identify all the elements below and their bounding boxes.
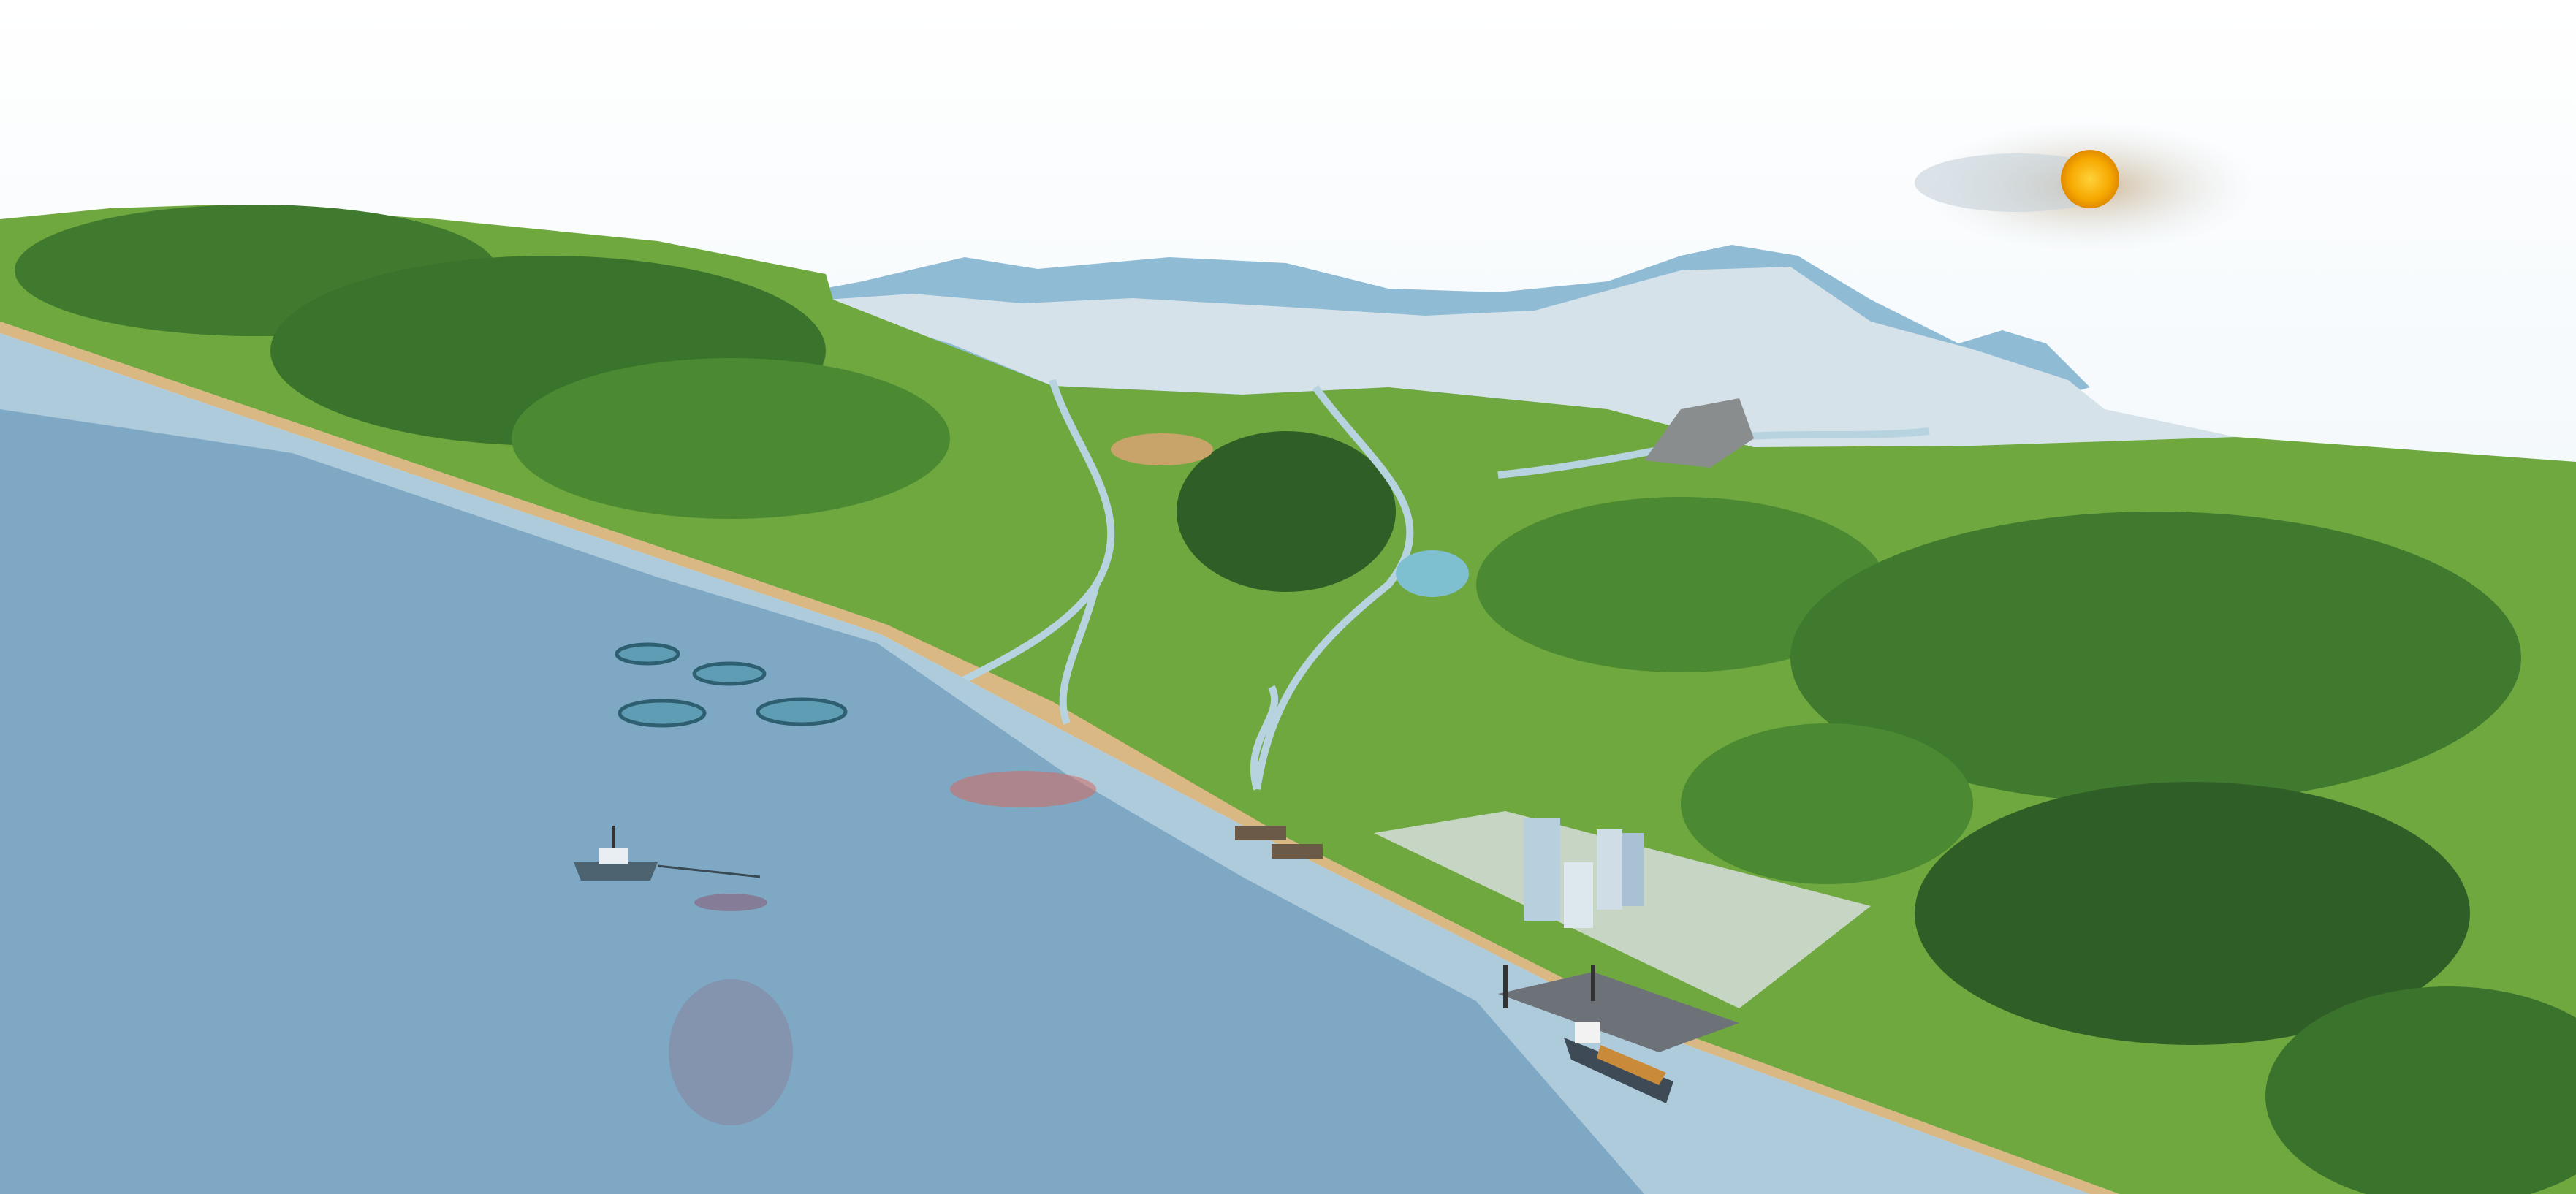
fish-school <box>669 771 1096 1125</box>
deep-sea <box>0 409 1644 1194</box>
log-rafts <box>1235 826 1323 859</box>
fish-pens <box>615 642 848 728</box>
forest <box>15 205 2576 1194</box>
quarry <box>1111 433 1213 465</box>
mountains <box>804 245 2236 447</box>
fishing-boat <box>574 826 761 881</box>
lake <box>1396 550 1469 597</box>
rocky-outcrop <box>1644 398 1754 468</box>
sun-icon <box>2061 150 2119 208</box>
container-ship <box>1564 1022 1673 1103</box>
city <box>1374 811 1871 1008</box>
glacier <box>804 267 2236 447</box>
port <box>1498 965 1739 1052</box>
